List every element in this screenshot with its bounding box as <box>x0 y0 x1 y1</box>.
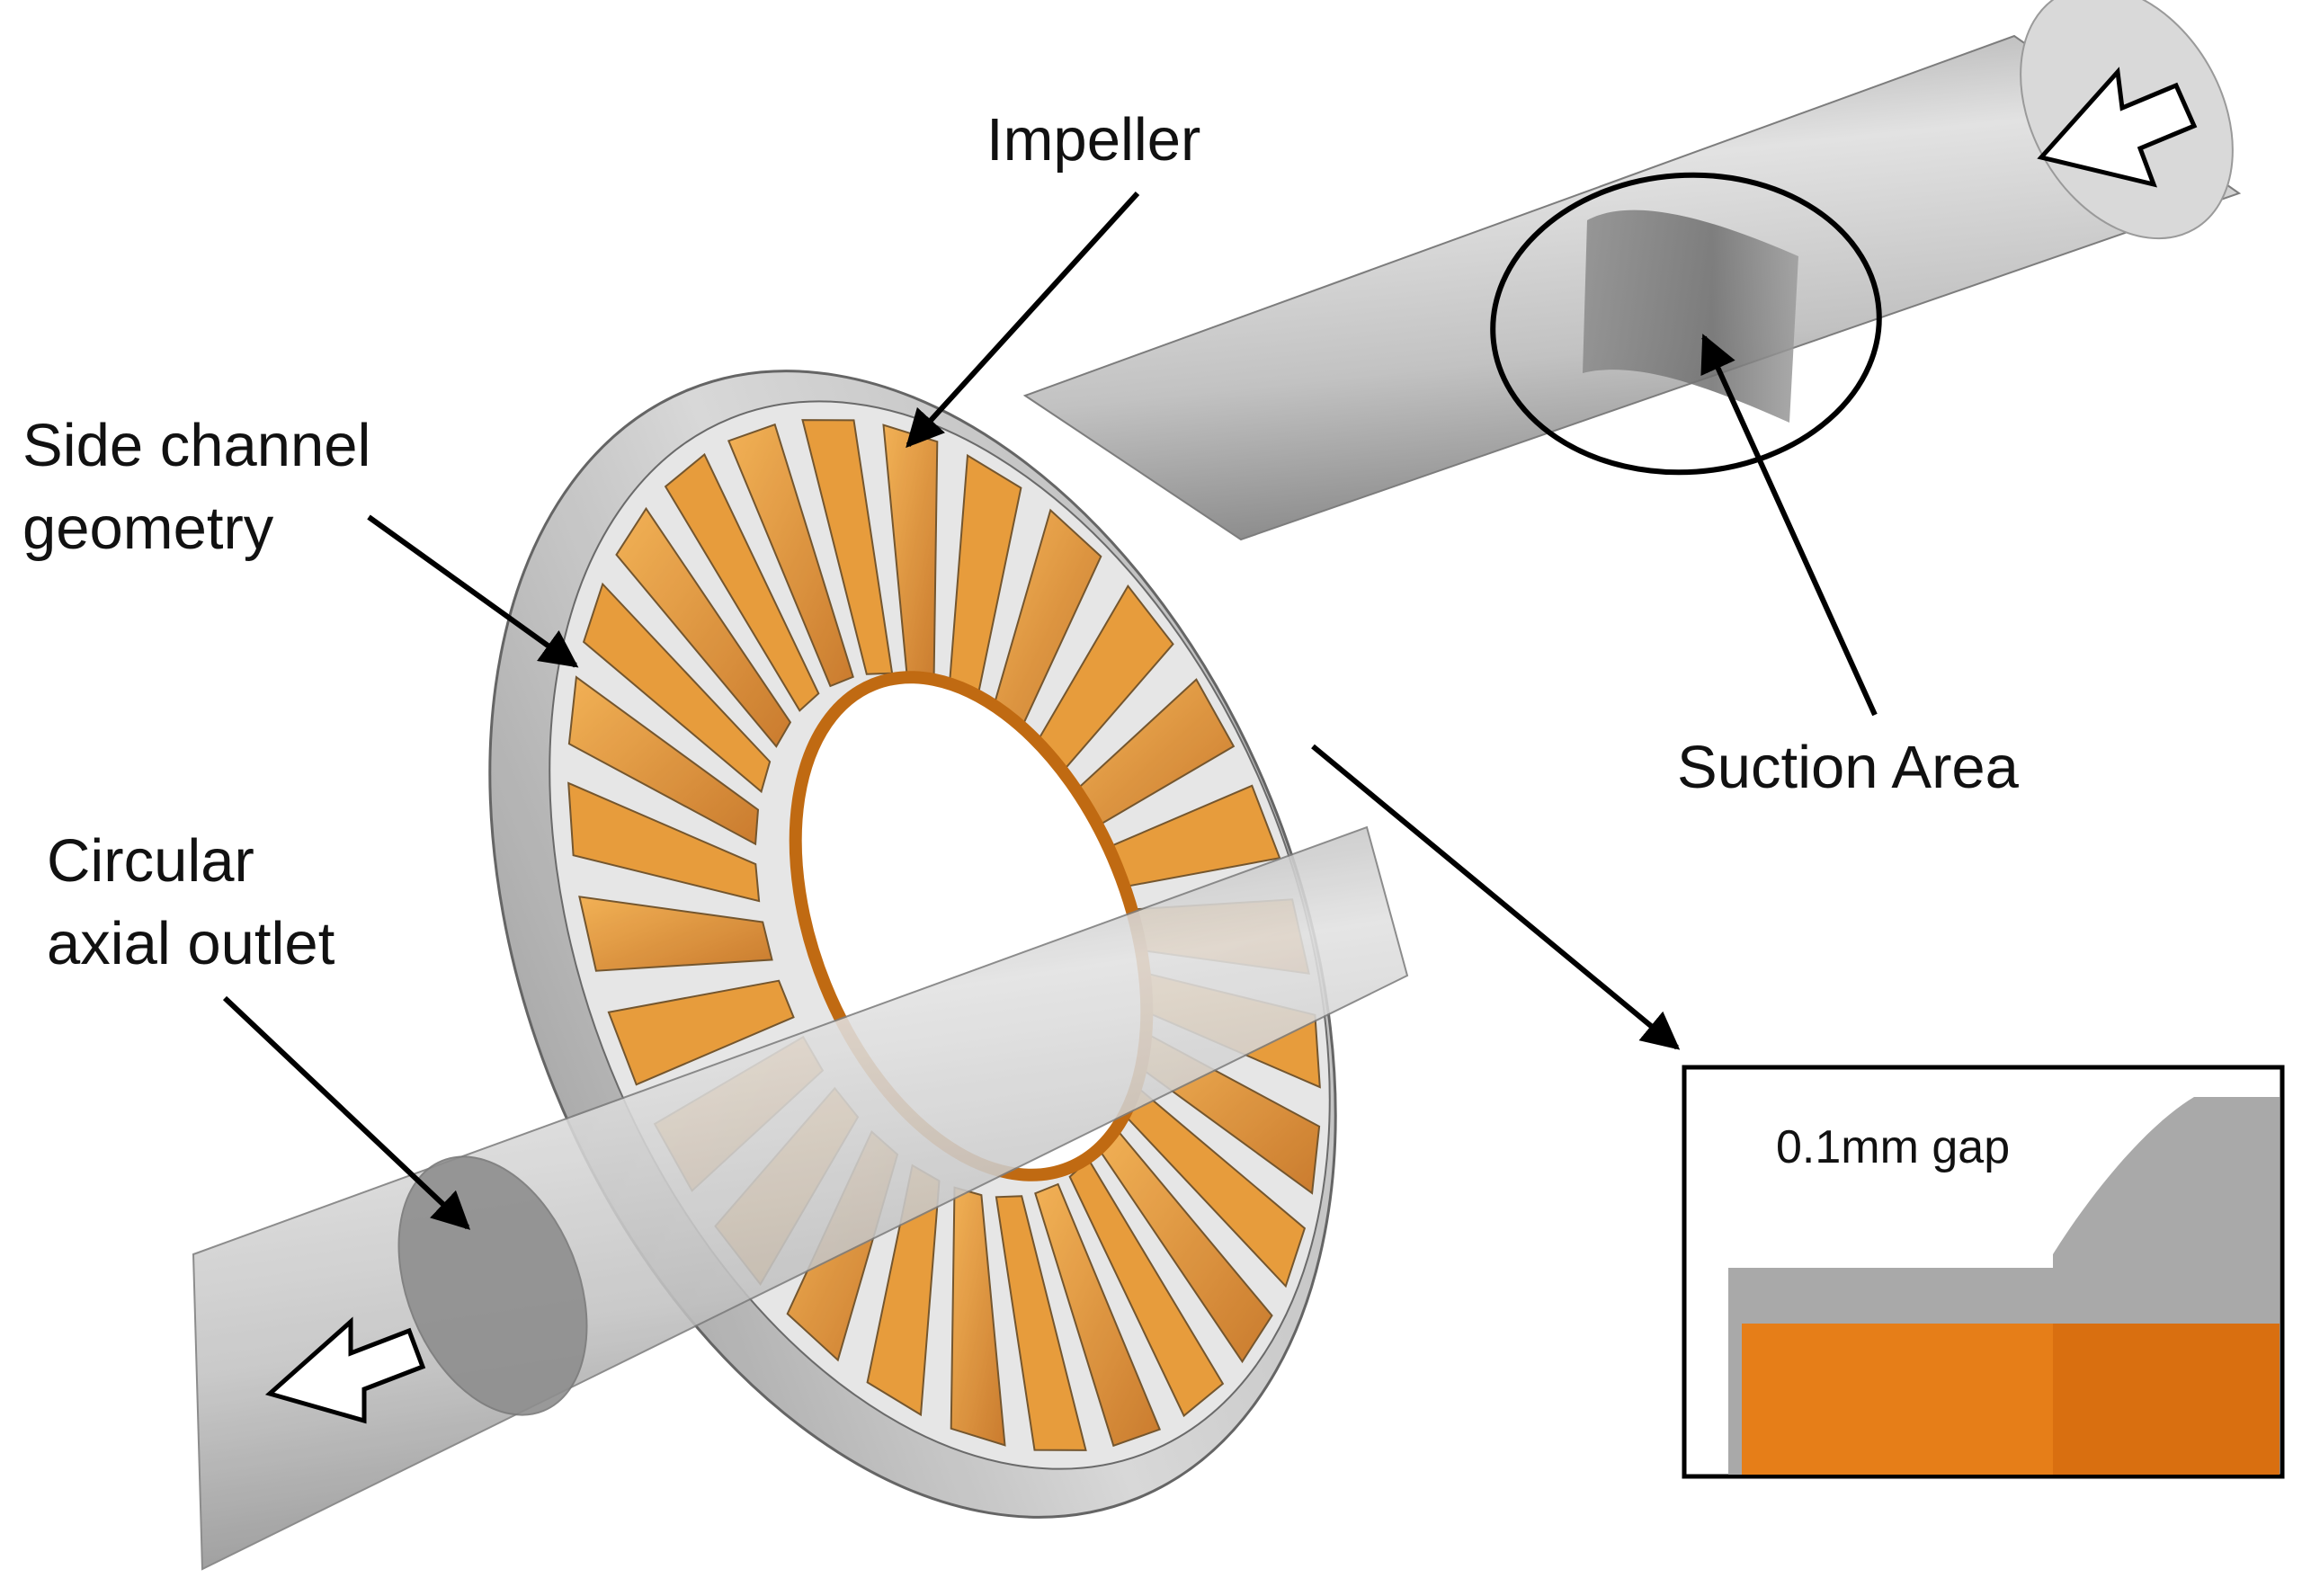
impeller-blade <box>1034 1182 1162 1448</box>
impeller-arrow <box>906 191 1140 449</box>
impeller-blade <box>582 582 772 794</box>
impeller-blade <box>567 675 760 846</box>
impeller-blade <box>664 452 820 712</box>
suction-area-circle <box>1490 172 1882 476</box>
outlet-flow-arrow-icon <box>264 1316 426 1424</box>
circular-outlet-label-line2: axial outlet <box>47 910 335 977</box>
circular-outlet-arrow <box>222 995 471 1230</box>
impeller-blade <box>801 419 894 675</box>
gap-label: 0.1mm gap <box>1776 1121 2010 1173</box>
inlet-pipe <box>1022 0 2242 541</box>
impeller-blade <box>567 781 761 903</box>
impeller-blade <box>607 979 795 1086</box>
impeller-blade <box>615 506 792 748</box>
gap-detail-inset: 0.1mm gap <box>1682 1065 2285 1479</box>
impeller-blade <box>578 896 773 972</box>
side-channel-label-line2: geometry <box>22 495 274 562</box>
impeller-blade <box>995 1195 1087 1451</box>
impeller-label: Impeller <box>986 106 1200 174</box>
circular-outlet-label-line1: Circular <box>47 827 254 895</box>
impeller-blade <box>727 423 854 688</box>
inlet-flow-arrow-icon <box>2037 67 2198 188</box>
detail-arrow <box>1311 744 1681 1050</box>
side-channel-arrow <box>367 514 579 668</box>
suction-area-arrow <box>1700 334 1878 717</box>
side-channel-label-line1: Side channel <box>22 412 370 479</box>
suction-area-label: Suction Area <box>1677 734 2020 801</box>
